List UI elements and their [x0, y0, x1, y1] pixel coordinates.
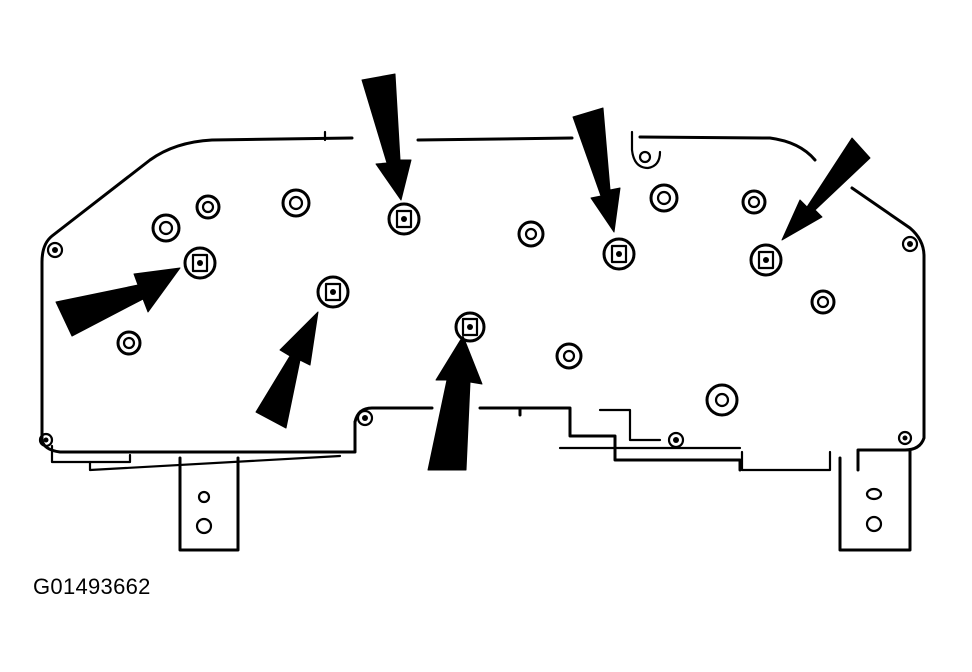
bulb-socket	[749, 243, 783, 277]
corner-holes	[38, 150, 919, 449]
arrow-lower-center	[427, 335, 483, 471]
figure-id-label: G01493662	[33, 574, 151, 599]
bulb-sockets	[183, 202, 783, 343]
bulb-socket	[316, 275, 350, 309]
bulb-socket	[454, 311, 486, 343]
arrow-top-right	[781, 137, 871, 241]
left-mounting-bracket	[178, 456, 240, 552]
bulb-socket	[602, 237, 636, 271]
screw-contacts	[116, 183, 836, 417]
bulb-socket	[387, 202, 421, 236]
arrow-top-left	[361, 73, 412, 201]
bulb-socket	[183, 246, 217, 280]
pointer-arrows	[55, 73, 871, 471]
cluster-housing-outline	[40, 130, 926, 472]
arrow-left	[55, 267, 181, 337]
arrow-lower-left	[255, 311, 319, 429]
arrow-top-center	[572, 107, 621, 233]
right-mounting-bracket	[838, 448, 912, 552]
